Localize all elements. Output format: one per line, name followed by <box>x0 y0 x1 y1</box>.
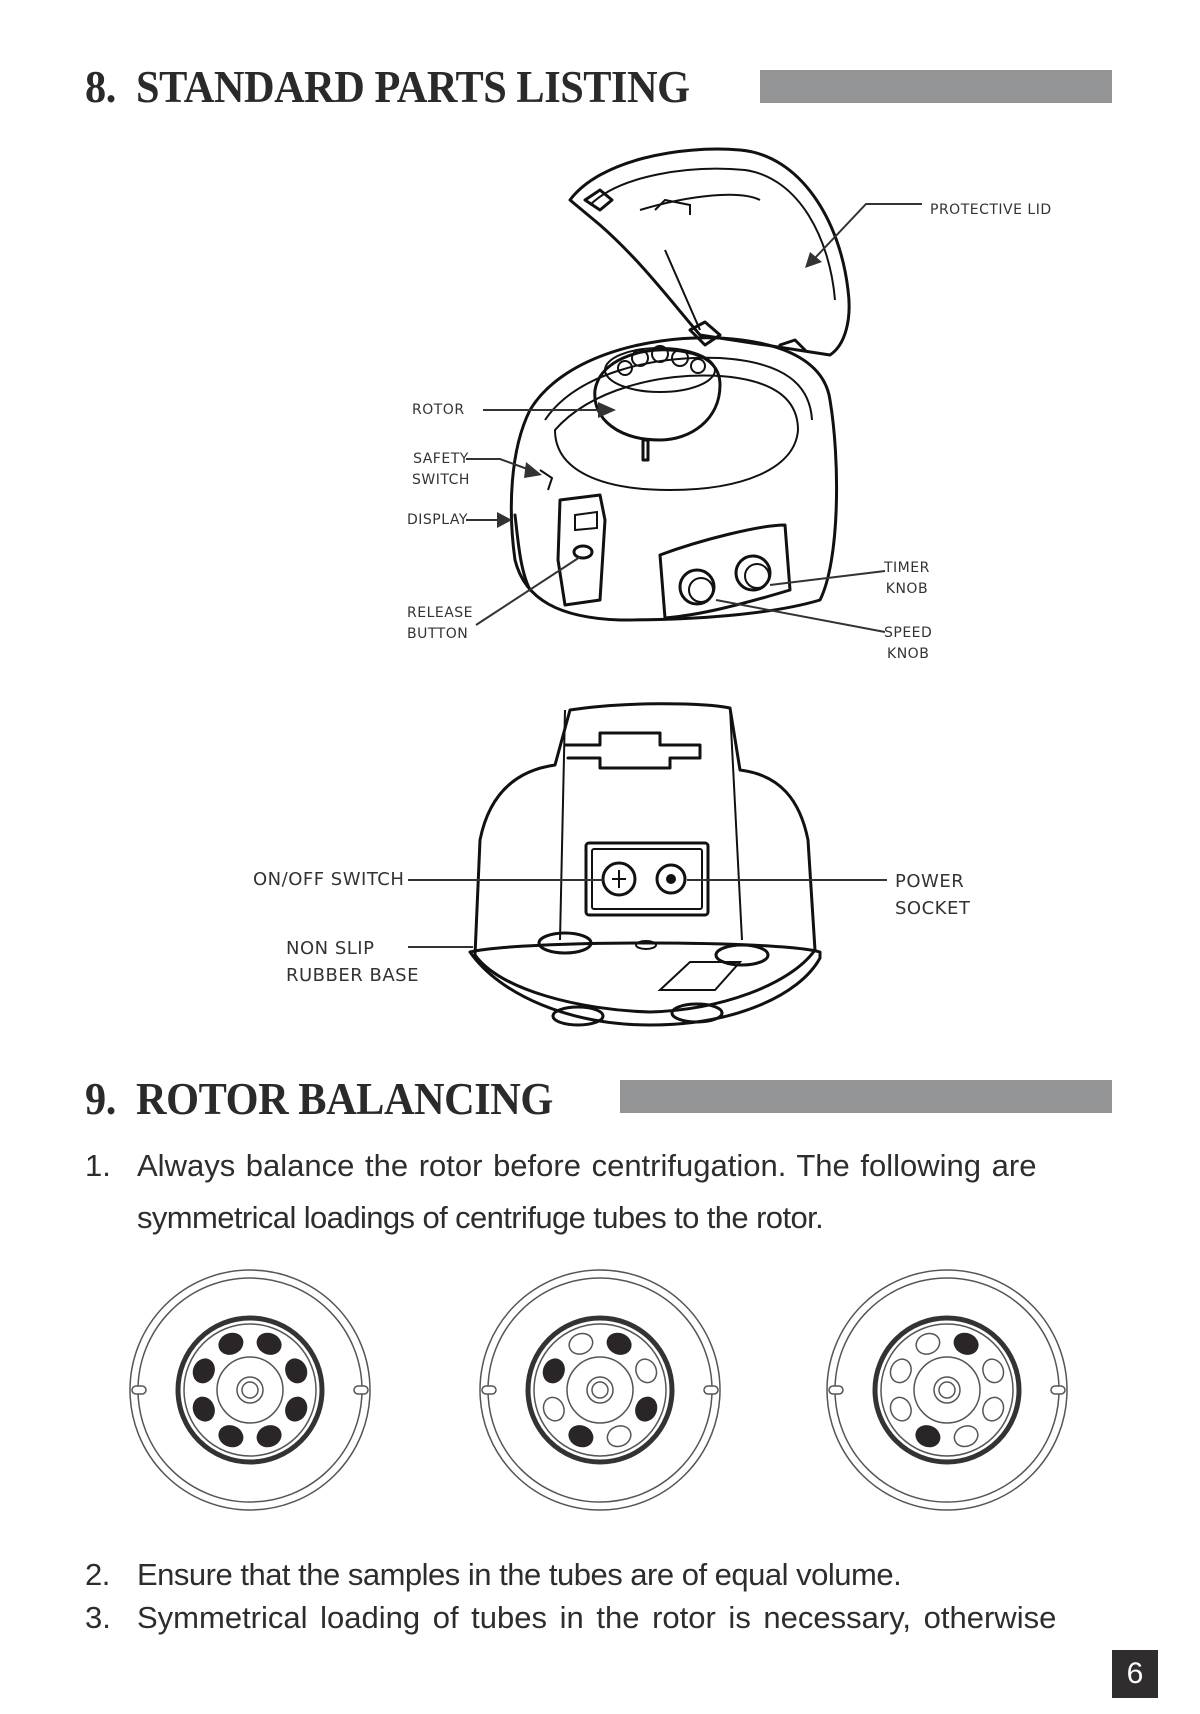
section-9-heading: 9. ROTOR BALANCING <box>85 1072 553 1125</box>
list-item-text: Ensure that the samples in the tubes are… <box>137 1557 902 1592</box>
tube-slot-empty <box>953 1425 979 1448</box>
rotor-spindle-outer <box>236 1376 264 1404</box>
tube-slot-loaded <box>568 1425 594 1448</box>
tube-slot-loaded <box>218 1332 244 1355</box>
section-8-heading: 8. STANDARD PARTS LISTING <box>85 60 690 113</box>
list-item-text: Symmetrical loading of tubes in the roto… <box>137 1600 1057 1635</box>
tube-slot-empty <box>889 1396 912 1422</box>
callout-safety-switch-line2: SWITCH <box>412 472 470 488</box>
callout-power-socket-line1: POWER <box>895 871 965 892</box>
rotor-ring <box>872 1315 1022 1465</box>
section-8-number: 8. <box>85 61 116 112</box>
rotor-hub <box>216 1356 284 1424</box>
list-item-number: 2. <box>85 1557 110 1592</box>
callout-timer-knob: TIMER KNOB <box>884 558 930 600</box>
tube-slot-empty <box>982 1396 1005 1422</box>
rotor-ring-inner <box>183 1323 317 1457</box>
list-item-3: 3. Symmetrical loading of tubes in the ro… <box>85 1600 1056 1636</box>
rotor-pin-left <box>481 1385 497 1395</box>
tube-slot-loaded <box>256 1425 282 1448</box>
rotor-balancing-diagrams <box>129 1269 1068 1511</box>
rotor-spindle-inner <box>591 1381 609 1399</box>
centrifuge-rear-base-illustration <box>408 702 887 1027</box>
callout-power-socket: POWER SOCKET <box>895 868 970 922</box>
tube-slot-empty <box>915 1332 941 1355</box>
tube-slot-loaded <box>256 1332 282 1355</box>
rotor-ring <box>175 1315 325 1465</box>
tube-slot-empty <box>542 1396 565 1422</box>
tube-slot-loaded <box>285 1358 308 1384</box>
rotor-spindle-outer <box>933 1376 961 1404</box>
callout-speed-knob: SPEED KNOB <box>884 623 932 665</box>
rotor-ring-inner <box>533 1323 667 1457</box>
rotor-pin-right <box>703 1385 719 1395</box>
rotor-outer-rim <box>479 1269 721 1511</box>
callout-release-button-line1: RELEASE <box>407 605 474 621</box>
callout-on-off-switch: ON/OFF SWITCH <box>253 869 405 890</box>
tube-slot-loaded <box>635 1396 658 1422</box>
tube-slot-loaded <box>285 1396 308 1422</box>
callout-timer-knob-line2: KNOB <box>885 581 929 597</box>
callout-release-button-line2: BUTTON <box>407 626 469 642</box>
rotor-outer-rim <box>826 1269 1068 1511</box>
tube-slot-empty <box>889 1358 912 1384</box>
rotor-spindle-inner <box>241 1381 259 1399</box>
rotor-pin-right <box>1050 1385 1066 1395</box>
callout-rotor: ROTOR <box>412 402 465 418</box>
callout-power-socket-line2: SOCKET <box>895 898 971 919</box>
section-8-heading-bar <box>760 70 1112 103</box>
rotor-ring-inner <box>880 1323 1014 1457</box>
list-item-number: 3. <box>85 1600 111 1635</box>
tube-slot-loaded <box>218 1425 244 1448</box>
tube-slot-empty <box>568 1332 594 1355</box>
page-number-badge: 6 <box>1112 1650 1158 1698</box>
callout-display: DISPLAY <box>407 512 468 528</box>
rotor-pin-left <box>131 1385 147 1395</box>
list-item-number: 1. <box>85 1148 111 1183</box>
list-item-2: 2. Ensure that the samples in the tubes a… <box>85 1557 902 1593</box>
tube-slot-loaded <box>192 1396 215 1422</box>
list-item-text: Always balance the rotor before centrifu… <box>137 1148 1037 1183</box>
callout-speed-knob-line2: KNOB <box>887 646 930 662</box>
rotor-ring <box>525 1315 675 1465</box>
tube-slot-loaded <box>953 1332 979 1355</box>
rotor-pin-right <box>353 1385 369 1395</box>
rotor-spindle-outer <box>586 1376 614 1404</box>
rotor-inner-rim <box>834 1277 1060 1503</box>
centrifuge-open-lid-illustration <box>466 147 922 633</box>
callout-non-slip-line1: NON SLIP <box>286 938 375 959</box>
callout-release-button: RELEASE BUTTON <box>407 603 473 645</box>
callout-non-slip-line2: RUBBER BASE <box>286 965 419 986</box>
section-8-title: STANDARD PARTS LISTING <box>136 61 690 112</box>
tube-slot-loaded <box>192 1358 215 1384</box>
callout-safety-switch: SAFETY SWITCH <box>412 449 470 491</box>
callout-speed-knob-line1: SPEED <box>884 625 933 641</box>
rotor-outer-rim <box>129 1269 371 1511</box>
list-item-1: 1. Always balance the rotor before centri… <box>85 1148 1036 1184</box>
callout-non-slip-base: NON SLIP RUBBER BASE <box>286 935 419 989</box>
callout-timer-knob-line1: TIMER <box>884 560 930 576</box>
rotor-hub <box>913 1356 981 1424</box>
tube-slot-loaded <box>542 1358 565 1384</box>
rotor-spindle-inner <box>938 1381 956 1399</box>
tube-slot-empty <box>982 1358 1005 1384</box>
tube-slot-empty <box>635 1358 658 1384</box>
list-item-1-continuation: symmetrical loadings of centrifuge tubes… <box>137 1200 824 1235</box>
section-9-heading-bar <box>620 1080 1112 1113</box>
tube-slot-empty <box>606 1425 632 1448</box>
section-9-title: ROTOR BALANCING <box>136 1073 553 1124</box>
section-9-number: 9. <box>85 1073 116 1124</box>
callout-protective-lid: PROTECTIVE LID <box>930 202 1052 218</box>
rotor-inner-rim <box>487 1277 713 1503</box>
callout-safety-switch-line1: SAFETY <box>413 451 469 467</box>
tube-slot-loaded <box>915 1425 941 1448</box>
rotor-pin-left <box>828 1385 844 1395</box>
tube-slot-loaded <box>606 1332 632 1355</box>
rotor-hub <box>566 1356 634 1424</box>
rotor-inner-rim <box>137 1277 363 1503</box>
